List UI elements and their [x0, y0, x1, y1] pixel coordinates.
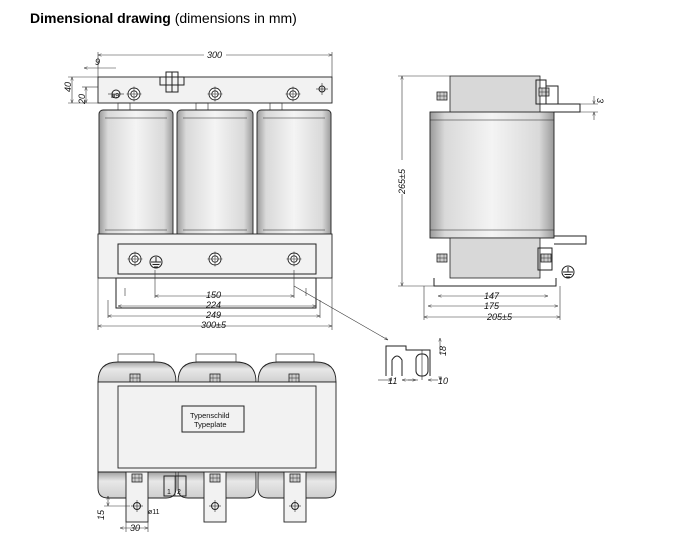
- mounting-foot: [115, 277, 317, 309]
- dim-18-label: 18: [438, 346, 448, 356]
- dim-300-label: 300: [207, 50, 222, 60]
- coil-right: [256, 109, 332, 239]
- dim-10-label: 10: [438, 376, 448, 386]
- side-top-yoke: [449, 75, 541, 115]
- dim-11-label: 11: [388, 376, 397, 386]
- coil-left: [98, 109, 174, 239]
- heading-normal: (dimensions in mm): [170, 10, 297, 26]
- bottom-view: Typenschild Typeplate 1 2: [96, 353, 337, 533]
- side-nut-icon: [540, 253, 552, 263]
- hole-dia-label: ø9: [111, 93, 119, 100]
- dim-224-label: 224: [205, 300, 221, 310]
- dim-150-label: 150: [206, 290, 221, 300]
- dim-249-label: 249: [205, 310, 221, 320]
- slot-bracket: [385, 345, 431, 376]
- dim-9-label: 9: [95, 57, 100, 67]
- side-nut-icon: [538, 87, 550, 97]
- crosshair-icon: [316, 83, 328, 95]
- front-plate: [117, 385, 317, 469]
- front-view: ø9 300: [63, 49, 388, 340]
- dim-205-label: 205±5: [486, 312, 513, 322]
- ground-symbol-icon: [561, 265, 575, 279]
- terminal-2-label: 2: [177, 489, 181, 496]
- coil-middle: [176, 109, 254, 239]
- drawing-heading: Dimensional drawing (dimensions in mm): [30, 10, 297, 26]
- dim-265-label: 265±5: [397, 168, 407, 195]
- dim-20-label: 20: [77, 94, 87, 105]
- typeplate-line2: Typeplate: [194, 420, 227, 429]
- dia-11-label: ø11: [148, 509, 160, 516]
- terminal-nut-icon: [288, 373, 300, 383]
- side-nut-icon: [436, 253, 448, 263]
- terminal-lug: [203, 471, 227, 523]
- terminal-1-label: 1: [167, 489, 171, 496]
- dim-300t-label: 300±5: [201, 320, 227, 330]
- dim-3-label: 3: [595, 98, 605, 103]
- side-nut-icon: [436, 91, 448, 101]
- dim-40-label: 40: [63, 82, 73, 92]
- dim-15-label: 15: [96, 509, 106, 520]
- terminal-lug: [125, 471, 149, 523]
- dim-147-label: 147: [484, 291, 500, 301]
- terminal-strip: [117, 243, 317, 275]
- side-view: 3 265±5 147 175 205±5: [396, 75, 605, 322]
- side-bottom-yoke: [449, 237, 541, 279]
- terminal-nut-icon: [129, 373, 141, 383]
- ground-symbol-icon: [149, 255, 163, 269]
- dim-175-label: 175: [484, 301, 500, 311]
- terminal-lug: [283, 471, 307, 523]
- typeplate-box: [181, 405, 245, 433]
- coil-top-left: [97, 361, 177, 383]
- coil-top-right: [257, 361, 337, 383]
- terminal-nut-icon: [209, 373, 221, 383]
- slot-detail: 18 11 10: [378, 338, 448, 386]
- heading-bold: Dimensional drawing: [30, 10, 171, 26]
- side-coil: [429, 111, 555, 239]
- typeplate-line1: Typenschild: [190, 411, 230, 420]
- dim-30-label: 30: [130, 523, 140, 533]
